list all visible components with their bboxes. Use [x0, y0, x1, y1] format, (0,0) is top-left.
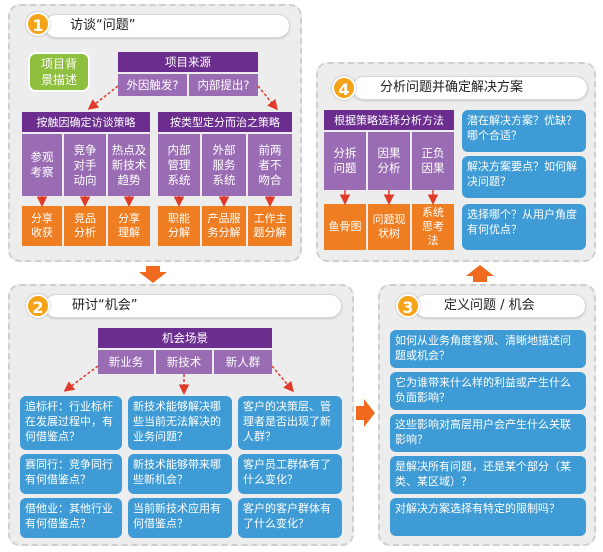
source-item-external: 外因触发?	[118, 74, 187, 96]
trigger-strategy-head: 按触因确定访谈策略	[22, 112, 150, 132]
arrow-source-to-type	[257, 85, 278, 111]
opportunity-item-business: 新业务	[98, 350, 154, 374]
panel4-title: 分析问题并确定解决方案	[380, 80, 524, 95]
project-background-box: 项目背景描述	[28, 52, 90, 92]
type-item-mismatch: 前两者不吻合	[248, 134, 292, 196]
type-strategy-head: 按类型定分而治之策略	[158, 112, 292, 132]
opportunity-item-tech: 新技术	[156, 350, 212, 374]
method-out-tree: 问题现状树	[368, 204, 410, 250]
solution-question-1: 潜在解决方案？优缺？哪个合适？	[462, 110, 586, 152]
define-question-1: 如何从业务角度客观、清晰地描述问题或机会？	[390, 330, 586, 368]
define-question-2: 它为谁带来什么样的利益或产生什么负面影响？	[390, 372, 586, 410]
source-item-internal: 内部提出?	[189, 74, 258, 96]
define-question-4: 是解决所有问题，还是某个部分（某类、某区域）？	[390, 456, 586, 494]
type-item-internal: 内部管理系统	[158, 134, 200, 196]
decision-layer-box: 客户的决策层、管理者是否出现了新人群？	[238, 396, 342, 450]
flow-arrow-3-to-4	[466, 265, 494, 282]
trigger-out-share: 分享收获	[22, 206, 62, 246]
type-out-function: 职能分解	[158, 206, 200, 246]
arrow-opportunity-left	[63, 365, 99, 392]
panel1-title: 访谈“问题”	[70, 18, 136, 33]
peer-box: 赛同行：竞争同行有何借鉴点？	[20, 454, 122, 494]
define-question-5: 对解决方案选择有特定的限制吗？	[390, 498, 586, 536]
step-number-2: 2	[26, 294, 50, 318]
tech-apply-box: 当前新技术应用有何借鉴点？	[128, 498, 232, 538]
method-out-system: 系统思考法	[412, 204, 454, 250]
tech-new-box: 新技术能够带来哪些新机会？	[128, 454, 232, 494]
panel2-title-bar	[44, 294, 342, 318]
solution-question-2: 解决方案要点？如何解决问题？	[462, 156, 586, 198]
define-question-3: 这些影响对高层用户会产生什么关联影响？	[390, 414, 586, 452]
step-number-1: 1	[26, 12, 50, 36]
solution-question-3: 选择哪个？从用户角度有何优点？	[462, 204, 586, 250]
step-number-3: 3	[396, 294, 420, 318]
panel2-title: 研讨“机会”	[72, 298, 138, 313]
opportunity-head: 机会场景	[98, 328, 272, 348]
step-number-4: 4	[332, 76, 356, 100]
panel1-title-bar	[44, 14, 290, 38]
arrow-opportunity-right	[271, 365, 294, 393]
method-item-split: 分拆问题	[324, 132, 366, 190]
method-head: 根据策略选择分析方法	[324, 110, 454, 130]
trigger-item-trend: 热点及新技术趋势	[108, 134, 150, 196]
customer-box: 客户的客户群体有了什么变化？	[238, 498, 342, 538]
benchmark-box: 追标杆：行业标杆在发展过程中，有何借鉴点？	[20, 396, 122, 450]
flow-arrow-1-to-2	[139, 266, 167, 283]
type-out-product: 产品服务分解	[202, 206, 246, 246]
opportunity-item-people: 新人群	[214, 350, 272, 374]
employee-box: 客户员工群体有了什么变化？	[238, 454, 342, 494]
arrow-source-to-trigger	[87, 85, 119, 110]
flow-arrow-2-to-3	[356, 399, 375, 427]
method-item-posneg: 正负因果	[412, 132, 454, 190]
trigger-out-understand: 分享理解	[108, 206, 150, 246]
trigger-item-visit: 参观考察	[22, 134, 62, 196]
type-out-topic: 工作主题分解	[248, 206, 292, 246]
other-industry-box: 借他业：其他行业有何借鉴点？	[20, 498, 122, 538]
method-out-fishbone: 鱼骨图	[324, 204, 366, 250]
tech-solve-box: 新技术能够解决哪些当前无法解决的业务问题？	[128, 396, 232, 450]
method-item-cause: 因果分析	[368, 132, 410, 190]
panel3-title-bar	[414, 294, 586, 318]
trigger-out-competitive: 竞品分析	[64, 206, 106, 246]
panel4-title-bar	[352, 76, 588, 100]
project-source-head: 项目来源	[118, 52, 258, 72]
type-item-external: 外部服务系统	[202, 134, 246, 196]
trigger-item-competitor: 竞争对手动向	[64, 134, 106, 196]
panel3-title: 定义问题 / 机会	[444, 298, 535, 313]
